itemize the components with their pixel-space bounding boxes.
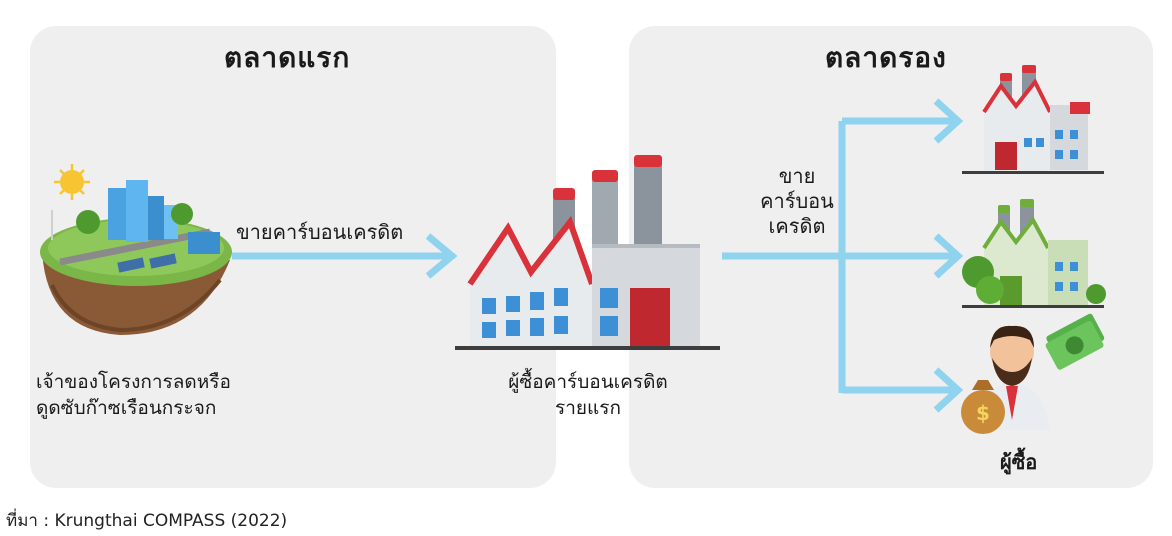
secondary-sale-label-line3: เครดิต [768, 214, 826, 238]
secondary-sale-arrows [722, 98, 964, 413]
factory-icon [962, 65, 1104, 174]
project-owner-label-line2: ดูดซับก๊าซเรือนกระจก [36, 397, 217, 419]
businessman-with-money-icon: $ [961, 313, 1105, 434]
factory-icon [455, 155, 720, 350]
secondary-sale-label-line2: คาร์บอน [760, 189, 834, 213]
primary-market-title: ตลาดแรก [224, 41, 351, 74]
first-buyer-label-line2: รายแรก [555, 397, 621, 419]
buyer-label: ผู้ซื้อ [1000, 450, 1038, 474]
primary-sale-arrow [232, 233, 458, 279]
svg-text:$: $ [976, 401, 990, 425]
eco-island-icon [40, 164, 232, 335]
secondary-sale-label-line1: ขาย [778, 164, 816, 188]
primary-sale-label: ขายคาร์บอนเครดิต [236, 220, 404, 244]
green-factory-icon [962, 199, 1106, 308]
secondary-market-title: ตลาดรอง [825, 41, 947, 74]
first-buyer-label-line1: ผู้ซื้อคาร์บอนเครดิต [508, 371, 668, 393]
project-owner-label-line1: เจ้าของโครงการลดหรือ [36, 371, 231, 393]
source-note: ที่มา : Krungthai COMPASS (2022) [6, 511, 288, 531]
